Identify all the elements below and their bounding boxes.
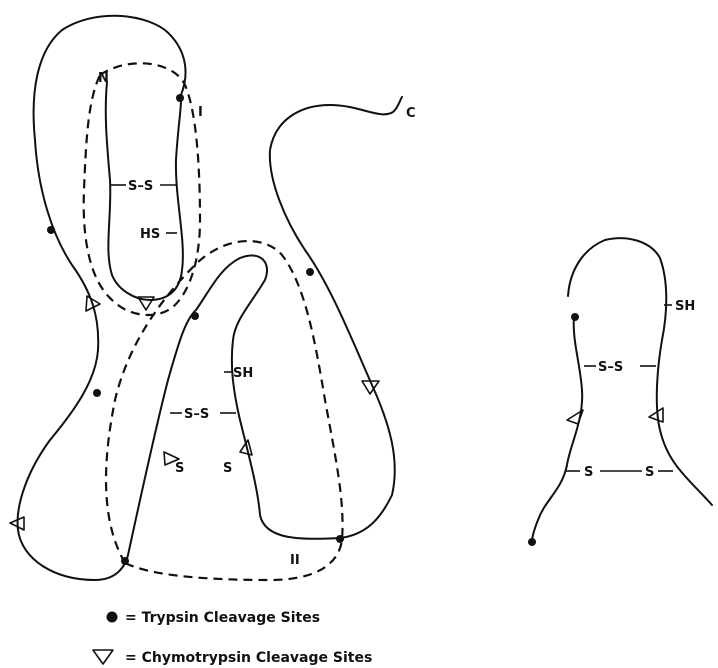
fragment-trypsin-site-2	[528, 538, 536, 546]
fragment-chymotrypsin-site-1	[567, 410, 583, 424]
c-terminus-label: C	[406, 106, 416, 121]
trypsin-site-6	[336, 535, 344, 543]
legend-trypsin-dot-icon	[107, 612, 118, 623]
legend-chymotrypsin-text: = Chymotrypsin Cleavage Sites	[125, 650, 372, 666]
trypsin-site-4	[93, 389, 101, 397]
sulfhydryl-label-sh: SH	[233, 366, 253, 381]
trypsin-site-5	[306, 268, 314, 276]
trypsin-site-2	[47, 226, 55, 234]
disulfide-bond-label-a: S–S	[128, 179, 153, 194]
free-sulfur-label-right: S	[223, 461, 232, 476]
fragment-chain-left	[532, 316, 582, 542]
domain-1-label: I	[198, 105, 203, 120]
trypsin-site-3	[191, 312, 199, 320]
fragment-sulfur-label-left: S	[584, 465, 593, 480]
n-terminus-label: N	[98, 71, 109, 86]
domain-2-label: II	[290, 553, 300, 568]
legend-chymotrypsin-triangle-icon	[93, 650, 113, 664]
trypsin-site-1	[176, 94, 184, 102]
sulfhydryl-label-hs: HS	[140, 227, 160, 242]
disulfide-bond-label-b: S–S	[184, 407, 209, 422]
fragment-trypsin-site-1	[571, 313, 579, 321]
domain-2-boundary	[106, 241, 343, 580]
free-sulfur-label-left: S	[175, 461, 184, 476]
fragment-sulfur-label-right: S	[645, 465, 654, 480]
fragment-disulfide-label: S–S	[598, 360, 623, 375]
legend-trypsin-text: = Trypsin Cleavage Sites	[125, 610, 320, 626]
main-polypeptide-chain	[18, 16, 402, 580]
fragment-chymotrypsin-site-2	[649, 408, 663, 422]
fragment-sulfhydryl-label: SH	[675, 299, 695, 314]
trypsin-site-7	[121, 557, 129, 565]
